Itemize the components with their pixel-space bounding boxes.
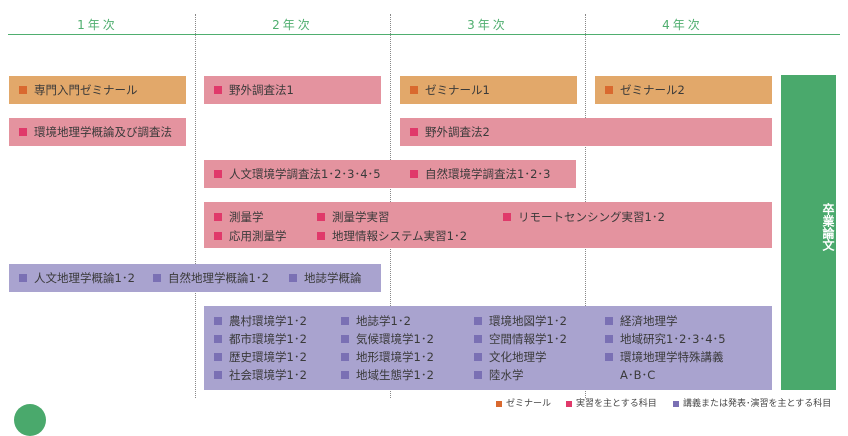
course-surveying: 測量学 [214, 210, 264, 224]
lecture-item: 陸水学 [474, 368, 524, 382]
legend-seminar: ゼミナール [496, 398, 551, 410]
lecture-item: 都市環境学1･2 [214, 332, 307, 346]
course-human-geo-intro: 人文地理学概論1･2 [19, 271, 135, 285]
course-applied-surveying: 応用測量学 [214, 229, 287, 243]
lecture-item: 地域研究1･2･3･4･5 [605, 332, 726, 346]
course-bar-seminar2: ゼミナール2 [595, 76, 772, 104]
lecture-item: 経済地理学 [605, 314, 678, 328]
year-header-3: 3年次 [467, 18, 508, 32]
course-bar-geo-intros: 人文地理学概論1･2 自然地理学概論1･2 地誌学概論 [9, 264, 381, 292]
lecture-item: 社会環境学1･2 [214, 368, 307, 382]
graduation-thesis-label: 卒業論文 [821, 203, 835, 251]
course-seminar2: ゼミナール2 [605, 83, 685, 97]
course-bar-env-surveys: 人文環境学調査法1･2･3･4･5 自然環境学調査法1･2･3 [204, 160, 576, 188]
course-natural-env-survey: 自然環境学調査法1･2･3 [410, 167, 550, 181]
course-bar-field-survey2: 野外調査法2 [400, 118, 772, 146]
lecture-item: 環境地理学特殊講義 [605, 350, 724, 364]
course-seminar-intro: 専門入門ゼミナール [19, 83, 138, 97]
lecture-item: 地誌学1･2 [341, 314, 411, 328]
lecture-item: 環境地図学1･2 [474, 314, 567, 328]
course-remote-sensing: リモートセンシング実習1･2 [503, 210, 665, 224]
lecture-item: 農村環境学1･2 [214, 314, 307, 328]
graduation-thesis-bar: 卒業論文 [781, 75, 836, 390]
course-human-env-survey: 人文環境学調査法1･2･3･4･5 [214, 167, 381, 181]
lecture-item: 空間情報学1･2 [474, 332, 567, 346]
year-header-4: 4年次 [662, 18, 703, 32]
legend-practice: 実習を主とする科目 [566, 398, 657, 410]
header-divider [8, 34, 840, 35]
course-surveying-practice: 測量学実習 [317, 210, 390, 224]
lecture-item: 歴史環境学1･2 [214, 350, 307, 364]
lecture-item-continuation: A･B･C [620, 368, 656, 382]
course-bar-env-geo-intro: 環境地理学概論及び調査法 [9, 118, 186, 146]
year-header-2: 2年次 [272, 18, 313, 32]
decorative-circle [14, 404, 46, 436]
course-bar-seminar1: ゼミナール1 [400, 76, 577, 104]
course-field-survey1: 野外調査法1 [214, 83, 294, 97]
lecture-item: 地域生態学1･2 [341, 368, 434, 382]
course-regional-geo-intro: 地誌学概論 [289, 271, 362, 285]
column-divider-1 [195, 14, 196, 398]
lecture-item: 気候環境学1･2 [341, 332, 434, 346]
course-bar-seminar-intro: 専門入門ゼミナール [9, 76, 186, 104]
course-bar-lectures: 農村環境学1･2 都市環境学1･2 歴史環境学1･2 社会環境学1･2 地誌学1… [204, 306, 772, 390]
course-physical-geo-intro: 自然地理学概論1･2 [153, 271, 269, 285]
lecture-item: 地形環境学1･2 [341, 350, 434, 364]
lecture-item: 文化地理学 [474, 350, 547, 364]
year-header-1: 1年次 [77, 18, 118, 32]
course-env-geo-intro: 環境地理学概論及び調査法 [19, 125, 172, 139]
course-bar-surveying: 測量学 測量学実習 リモートセンシング実習1･2 応用測量学 地理情報システム実… [204, 202, 772, 248]
course-field-survey2: 野外調査法2 [410, 125, 490, 139]
legend-lecture: 講義または発表･演習を主とする科目 [673, 398, 831, 410]
course-bar-field-survey1: 野外調査法1 [204, 76, 381, 104]
course-gis-practice: 地理情報システム実習1･2 [317, 229, 467, 243]
course-seminar1: ゼミナール1 [410, 83, 490, 97]
